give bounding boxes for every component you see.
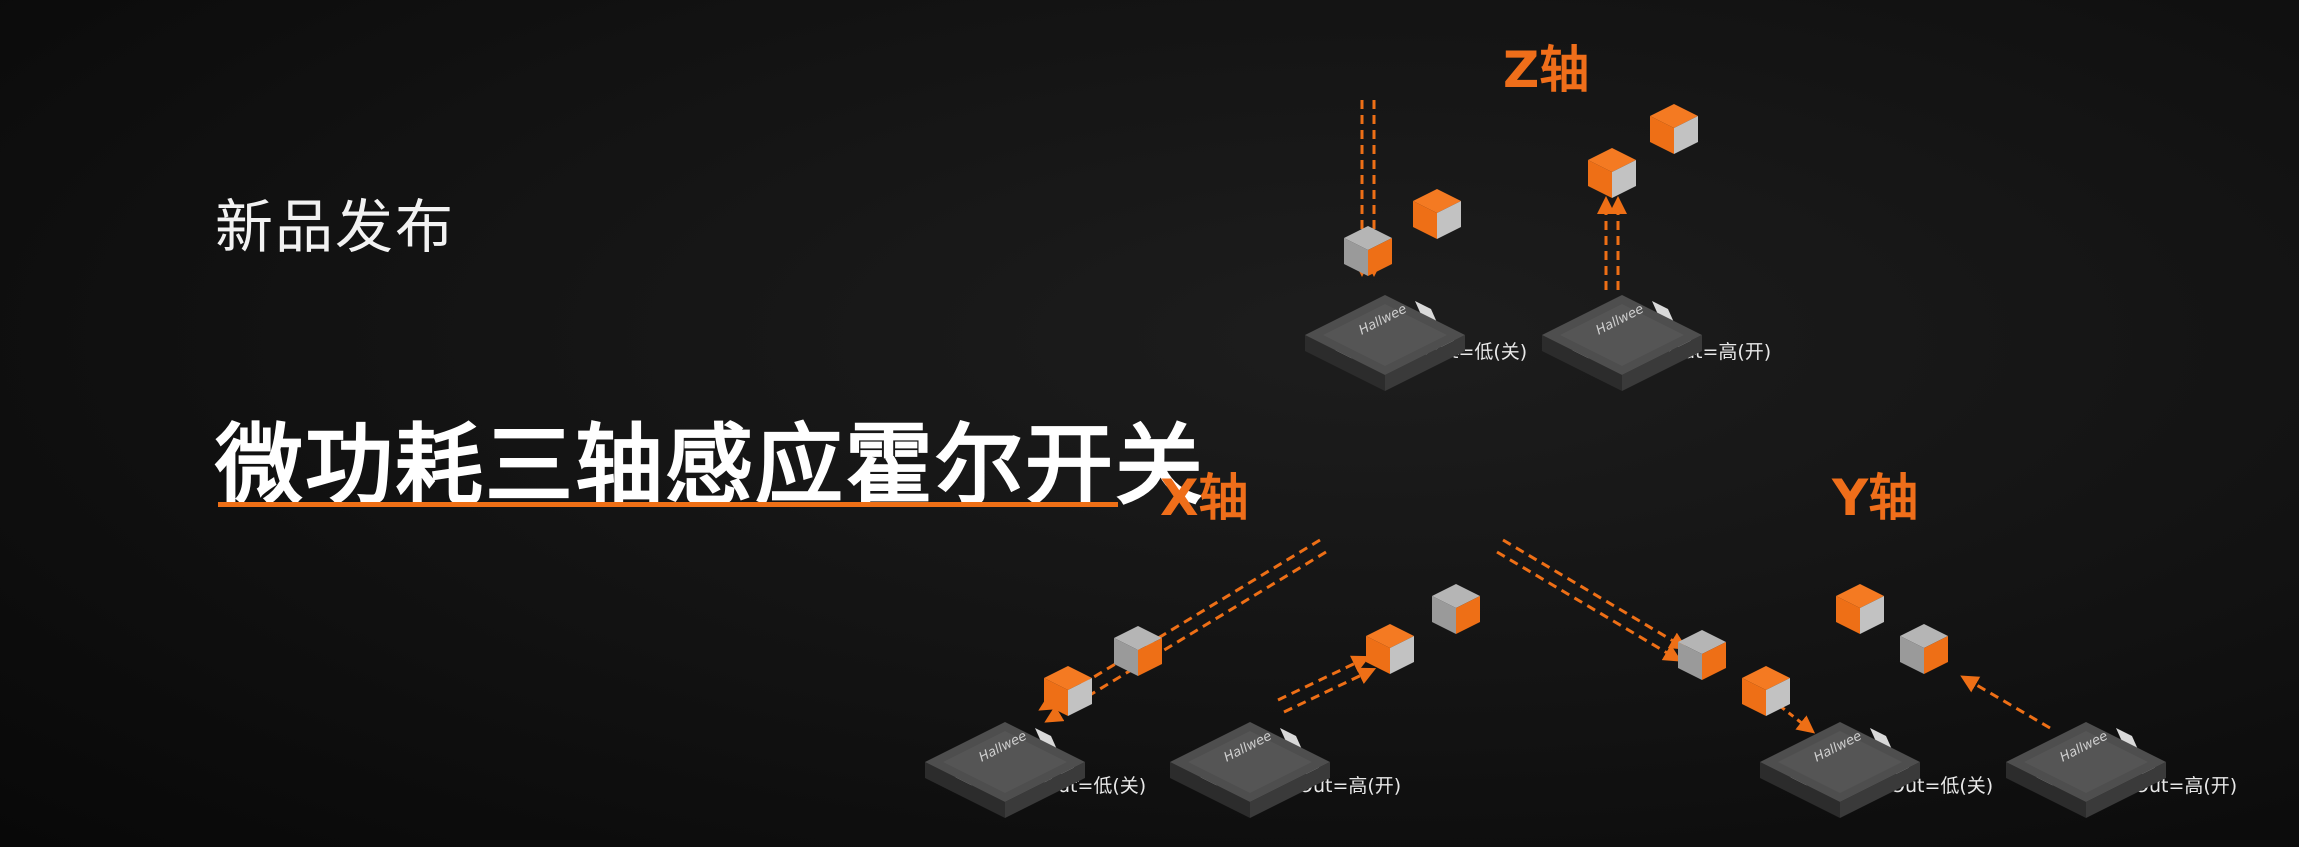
z-low-group — [1305, 100, 1465, 391]
slide-title: 微功耗三轴感应霍尔开关 — [215, 414, 1206, 517]
y-low-group — [1496, 538, 1920, 818]
y-high-magnet — [1900, 624, 1948, 674]
x-low-chip — [925, 722, 1085, 818]
title-underline — [218, 502, 1118, 507]
x-axis-label: X轴 — [1160, 469, 1249, 527]
z-low-chip — [1305, 295, 1465, 391]
x-low-spare-magnet — [1114, 626, 1162, 676]
slide-subtitle: 新品发布 — [215, 193, 456, 261]
z-low-spare-magnet — [1413, 189, 1461, 239]
x-low-group — [925, 538, 1327, 818]
y-high-spare-magnet — [1836, 584, 1884, 634]
z-high-group — [1542, 104, 1702, 391]
y-high-group — [1836, 584, 2166, 818]
x-high-chip — [1170, 722, 1330, 818]
z-high-magnet — [1588, 148, 1636, 198]
z-high-spare-magnet — [1650, 104, 1698, 154]
z-axis-label: Z轴 — [1503, 41, 1590, 99]
x-low-magnet — [1044, 666, 1092, 716]
x-high-magnet — [1366, 624, 1414, 674]
x-high-group — [1170, 584, 1480, 818]
y-low-chip — [1760, 722, 1920, 818]
y-high-chip — [2006, 722, 2166, 818]
z-low-magnet — [1344, 226, 1392, 276]
z-high-chip — [1542, 295, 1702, 391]
y-low-magnet — [1678, 630, 1726, 680]
y-out-low-label: Out=低(关) — [1890, 775, 1994, 797]
x-high-spare-magnet — [1432, 584, 1480, 634]
y-axis-label: Y轴 — [1832, 469, 1919, 527]
